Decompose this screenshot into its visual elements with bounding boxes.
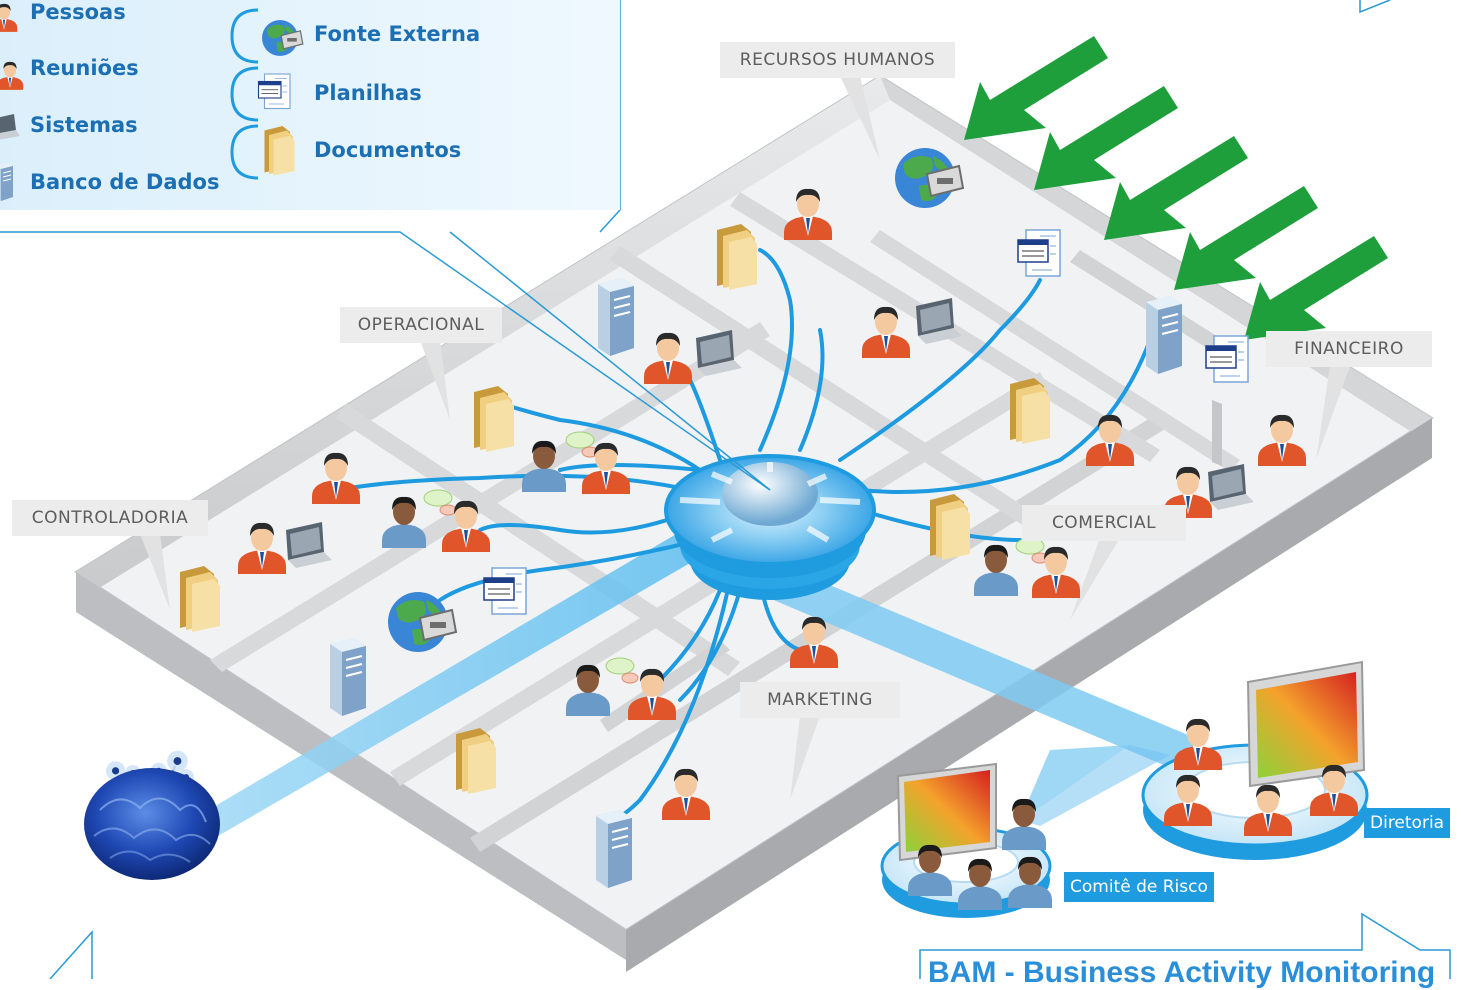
bam-title: BAM - Business Activity Monitoring bbox=[928, 956, 1436, 989]
legend-pessoas: Pessoas bbox=[30, 0, 126, 24]
legend-reunioes: Reuniões bbox=[30, 56, 139, 80]
legend-documentos: Documentos bbox=[314, 138, 462, 162]
hub-icon bbox=[664, 454, 876, 600]
system-icon bbox=[0, 114, 20, 140]
legend-planilhas: Planilhas bbox=[314, 81, 422, 105]
legend-fonte-externa: Fonte Externa bbox=[314, 22, 481, 46]
monitor-icon bbox=[1246, 660, 1366, 788]
monitor-icon bbox=[896, 762, 997, 862]
dept-financeiro: FINANCEIRO bbox=[1266, 331, 1432, 367]
legend-panel bbox=[0, 0, 620, 213]
label-comite-de-risco: Comitê de Risco bbox=[1064, 872, 1214, 902]
brain-icon bbox=[84, 746, 220, 880]
database-icon bbox=[0, 161, 14, 202]
dept-operacional: OPERACIONAL bbox=[340, 307, 502, 343]
legend-sistemas: Sistemas bbox=[30, 113, 138, 137]
dept-comercial: COMERCIAL bbox=[1022, 505, 1186, 541]
label-diretoria: Diretoria bbox=[1364, 808, 1451, 838]
dept-marketing: MARKETING bbox=[740, 682, 900, 718]
bam-callout bbox=[49, 0, 1451, 979]
dept-controladoria: CONTROLADORIA bbox=[12, 500, 208, 536]
comite-meeting bbox=[880, 762, 1052, 918]
diretoria-meeting bbox=[1141, 660, 1369, 860]
dept-label-tails bbox=[140, 76, 1350, 800]
dept-recursos-humanos: RECURSOS HUMANOS bbox=[720, 42, 955, 78]
folder-icon bbox=[264, 126, 295, 176]
legend-banco-de-dados: Banco de Dados bbox=[30, 170, 220, 194]
data-beams bbox=[200, 520, 1200, 836]
